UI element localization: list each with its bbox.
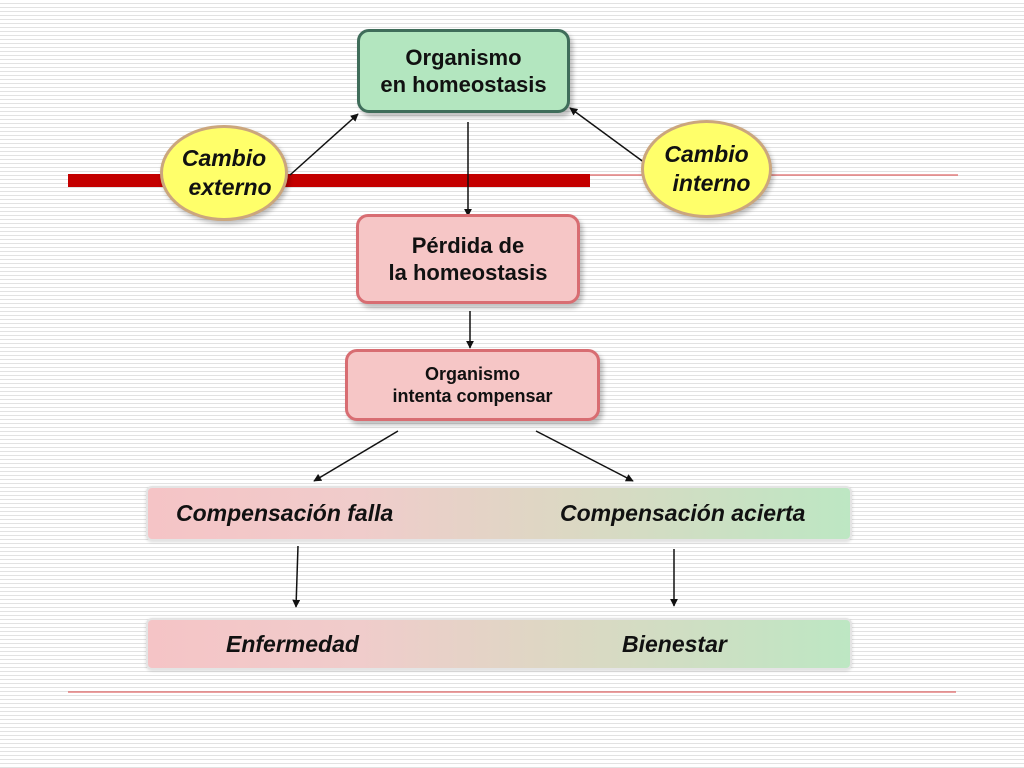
wellbeing-label: Bienestar [622, 630, 727, 657]
external-change-line2: externo [188, 174, 272, 200]
loss-line1: Pérdida de [411, 232, 525, 258]
internal-change-line2: interno [672, 170, 751, 196]
result-band: Enfermedad Bienestar [146, 618, 852, 670]
homeostasis-loss-node: Pérdida de la homeostasis [356, 214, 580, 304]
illness-label: Enfermedad [226, 630, 359, 657]
compensation-attempt-node: Organismo intenta compensar [345, 349, 600, 421]
organism-homeostasis-node: Organismo en homeostasis [357, 29, 570, 113]
external-change-line1: Cambio [181, 145, 267, 172]
organism-line1: Organismo [405, 44, 522, 70]
arrow-fail-to-illness [292, 545, 301, 608]
compensation-fail-label: Compensación falla [176, 500, 394, 526]
compensation-success-label: Compensación acierta [560, 500, 806, 526]
arrow-internal-to-organism [569, 107, 646, 164]
arrow-to-success [535, 430, 634, 482]
compensate-line1: Organismo [424, 363, 521, 384]
compensate-line2: intenta compensar [392, 386, 553, 406]
organism-line2: en homeostasis [380, 72, 547, 97]
loss-line2: la homeostasis [388, 260, 548, 285]
internal-change-line1: Cambio [664, 141, 749, 168]
arrow-external-to-organism [289, 113, 359, 176]
arrow-to-fail [313, 430, 399, 482]
internal-change-node: Cambio interno [641, 120, 772, 218]
compensation-outcome-band: Compensación falla Compensación acierta [146, 486, 852, 541]
external-change-node: Cambio externo [160, 125, 288, 221]
